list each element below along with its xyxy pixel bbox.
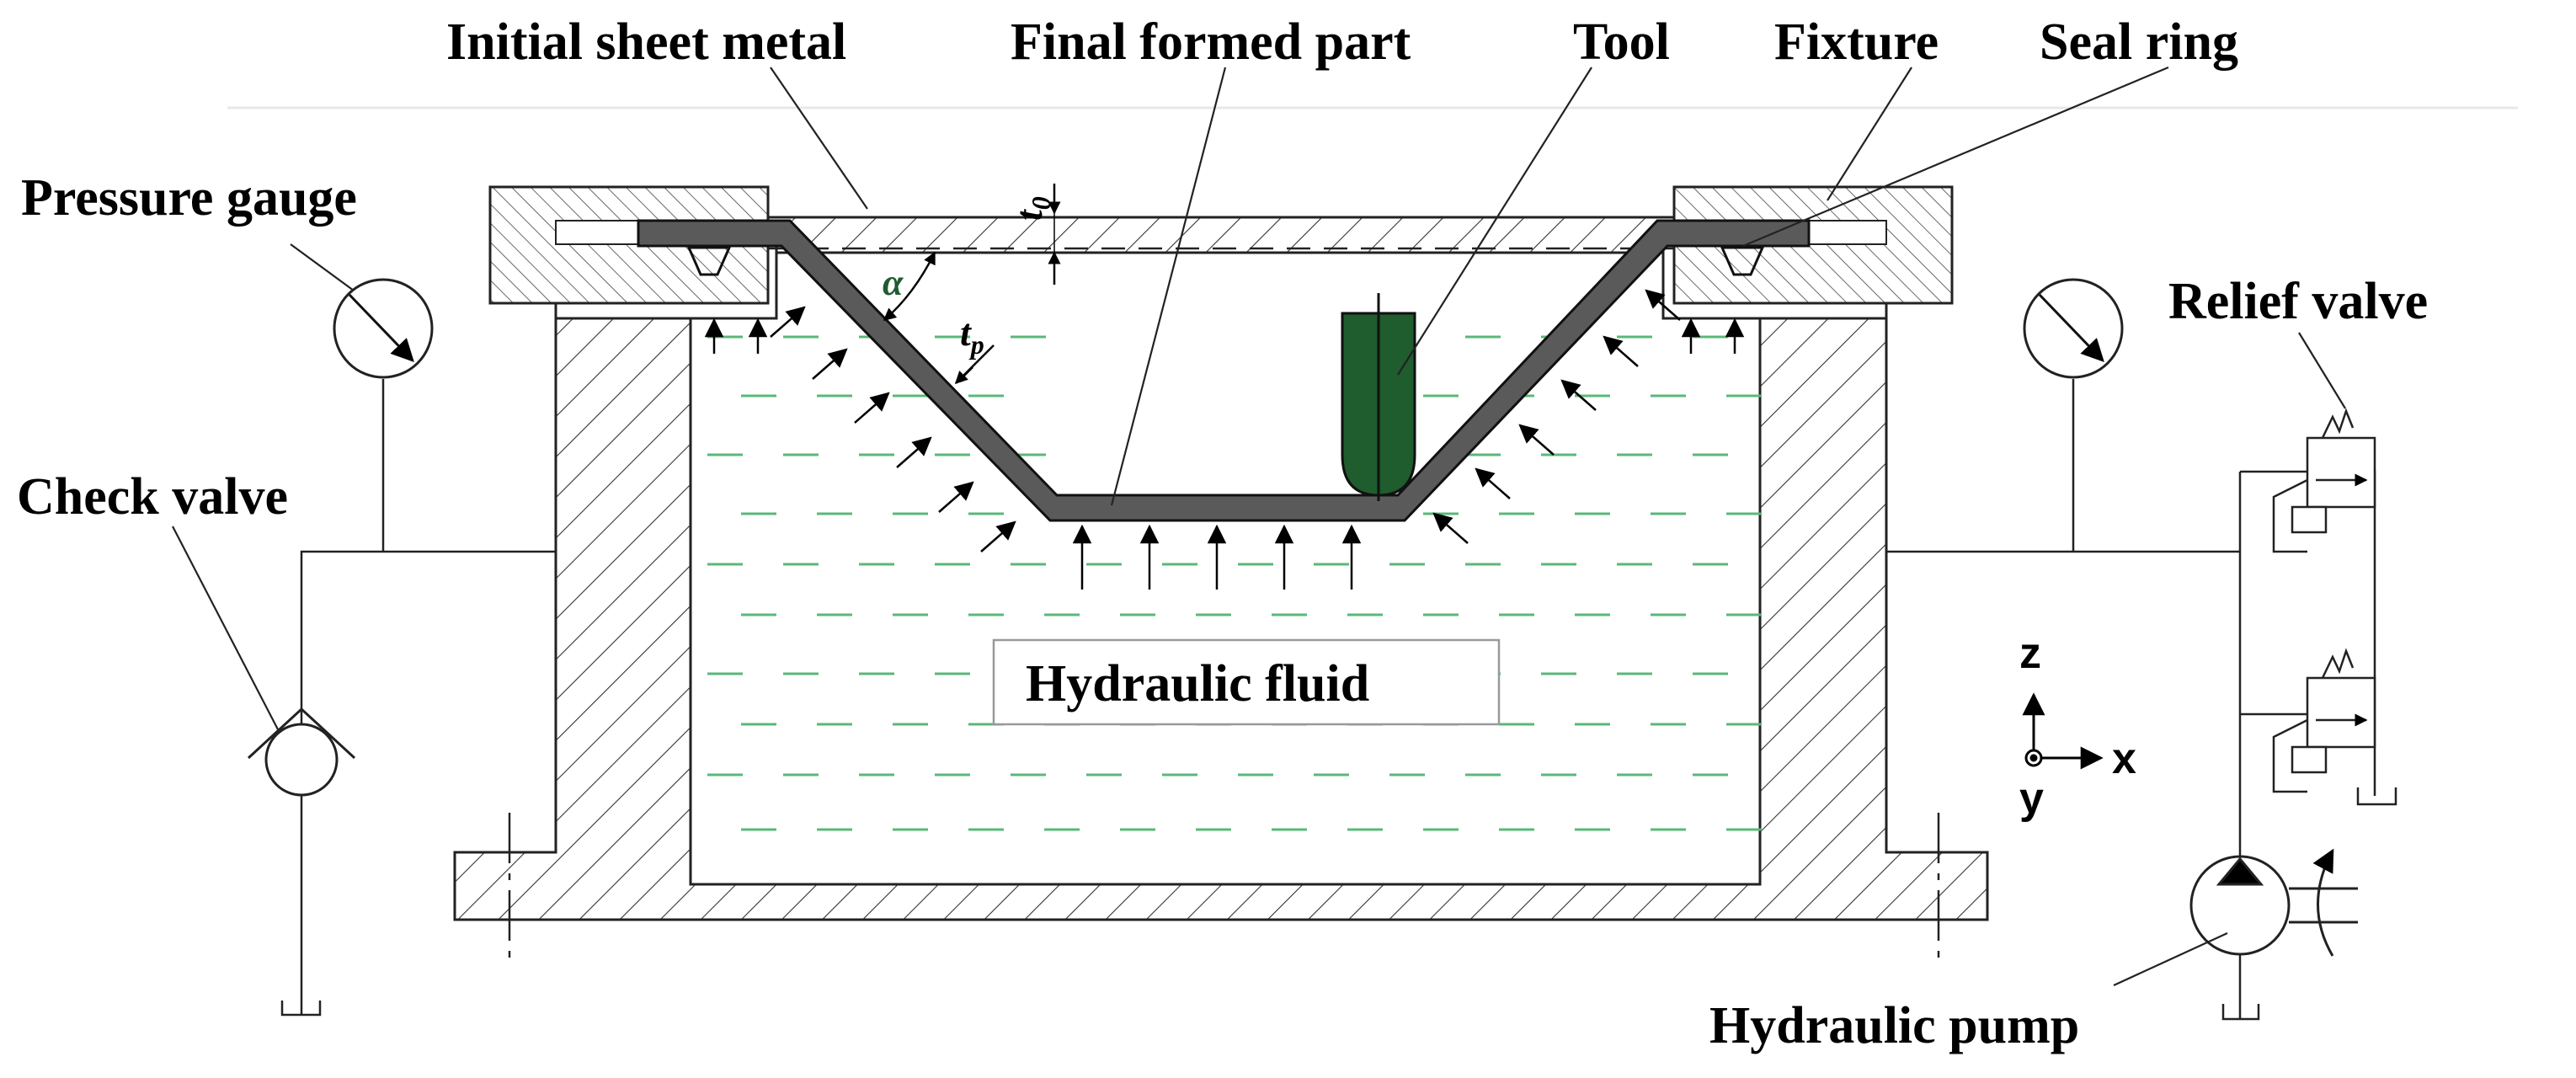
formed-sheet-part [637, 219, 1811, 522]
relief-valve-upper-icon [2272, 408, 2376, 553]
pressure-gauge-left-icon [333, 278, 434, 379]
label-seal-ring: Seal ring [2040, 13, 2238, 71]
label-relief-valve: Relief valve [2168, 273, 2428, 330]
label-hydraulic-pump: Hydraulic pump [1709, 997, 2079, 1054]
seal-ring-shapes [686, 246, 1765, 276]
pressure-arrow [1475, 467, 1511, 499]
label-fixture: Fixture [1774, 13, 1939, 71]
bolt-center-lines [508, 813, 1940, 964]
hydraulic-fluid-dashes [707, 335, 1762, 831]
label-hydraulic-fluid: Hydraulic fluid [1026, 655, 1369, 712]
dimension-tp [954, 344, 995, 385]
pressure-arrow [812, 348, 848, 380]
pressure-arrow [1560, 379, 1597, 411]
pressure-arrow [1645, 289, 1681, 321]
coordinate-axes [2022, 692, 2104, 770]
pressure-arrow [1518, 424, 1555, 456]
label-final-formed-part: Final formed part [1011, 13, 1411, 71]
axis-z-label: z [2019, 629, 2041, 678]
die-body [453, 216, 1989, 921]
label-tool: Tool [1573, 13, 1670, 71]
alpha-symbol: α [883, 262, 904, 303]
pressure-arrow [1603, 335, 1639, 367]
angle-alpha [883, 251, 936, 321]
hydraulic-pump-icon [2189, 848, 2358, 957]
t0-symbol: t0 [1007, 196, 1056, 221]
pressure-arrow [1432, 512, 1469, 544]
initial-sheet-dashed [768, 216, 1674, 250]
hydraulic-fluid-label-box [992, 638, 1501, 726]
label-initial-sheet-metal: Initial sheet metal [446, 13, 846, 71]
pressure-arrow [980, 520, 1016, 552]
check-valve-icon [247, 707, 356, 797]
pressure-gauge-right-icon [2023, 278, 2124, 379]
pressure-arrow [854, 392, 890, 424]
pressure-arrow [770, 306, 806, 338]
relief-valve-lower-icon [2272, 648, 2376, 793]
forming-tool [1341, 293, 1416, 501]
leader-lines [172, 66, 2346, 986]
label-check-valve: Check valve [17, 468, 288, 526]
axis-x-label: x [2112, 734, 2136, 783]
tp-symbol: tp [960, 311, 984, 360]
pressure-arrow [896, 436, 932, 468]
fluid-pressure-arrows [704, 289, 1745, 590]
label-pressure-gauge: Pressure gauge [21, 169, 357, 227]
pressure-arrow [938, 481, 974, 513]
axis-y-label: y [2019, 774, 2044, 823]
